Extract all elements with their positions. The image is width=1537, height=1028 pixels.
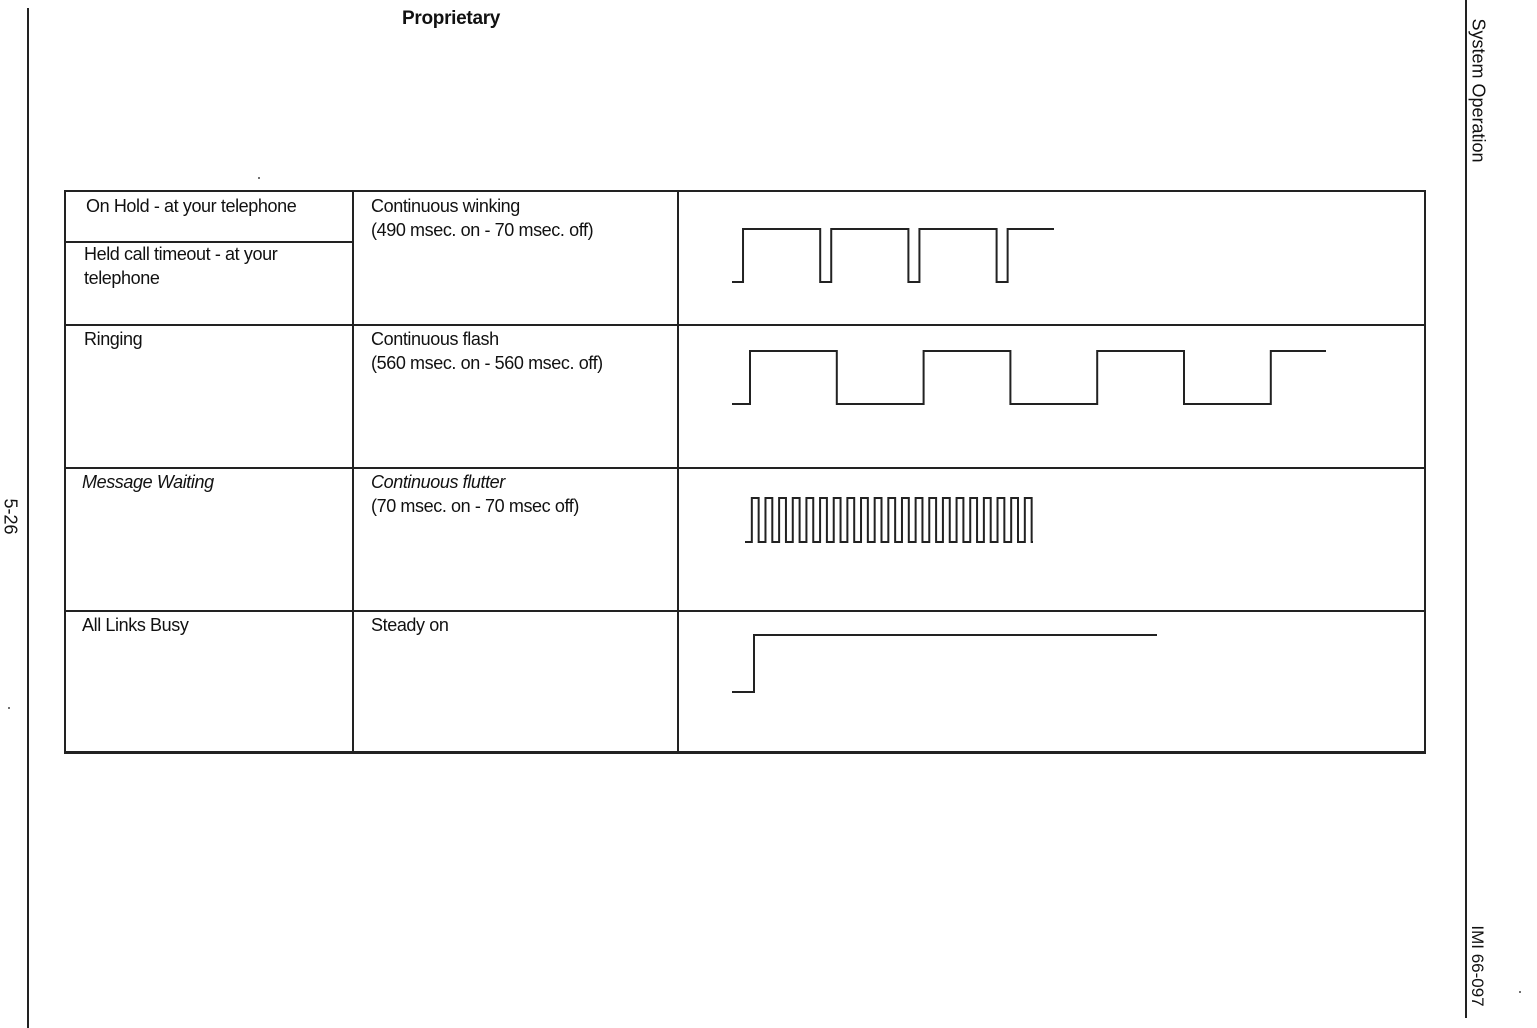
waveform-1 (732, 228, 1054, 283)
pattern-timing-winking: (490 msec. on - 70 msec. off) (371, 220, 594, 240)
indicator-pattern-table: On Hold - at your telephone Held call ti… (64, 190, 1426, 754)
pattern-name-steady: Steady on (371, 615, 449, 635)
scan-speck (8, 707, 10, 709)
condition-ringing: Ringing (84, 329, 143, 349)
scan-speck (258, 177, 260, 179)
condition-held-call-timeout: Held call timeout - at your (84, 244, 278, 264)
waveform-4 (732, 634, 1157, 693)
pattern-name-flutter: Continuous flutter (371, 472, 505, 492)
left-margin-rule (27, 8, 29, 1028)
condition-on-hold: On Hold - at your telephone (86, 196, 297, 216)
row-divider (66, 610, 1424, 612)
pattern-name-flash: Continuous flash (371, 329, 499, 349)
pattern-timing-flash: (560 msec. on - 560 msec. off) (371, 353, 603, 373)
row-divider (66, 467, 1424, 469)
row-divider (66, 324, 1424, 326)
pattern-name-winking: Continuous winking (371, 196, 520, 216)
pattern-timing-flutter: (70 msec. on - 70 msec off) (371, 496, 579, 516)
scan-speck (1519, 991, 1521, 993)
condition-message-waiting: Message Waiting (82, 472, 214, 492)
condition-subdivider (66, 241, 352, 243)
column-divider (352, 192, 354, 751)
right-margin-rule (1465, 0, 1467, 1018)
column-divider (677, 192, 679, 751)
waveform-3 (745, 497, 1033, 543)
condition-held-call-timeout-cont: telephone (84, 268, 160, 288)
page-header-title: Proprietary (402, 8, 501, 29)
condition-all-links-busy: All Links Busy (82, 615, 189, 635)
waveform-2 (732, 350, 1326, 405)
